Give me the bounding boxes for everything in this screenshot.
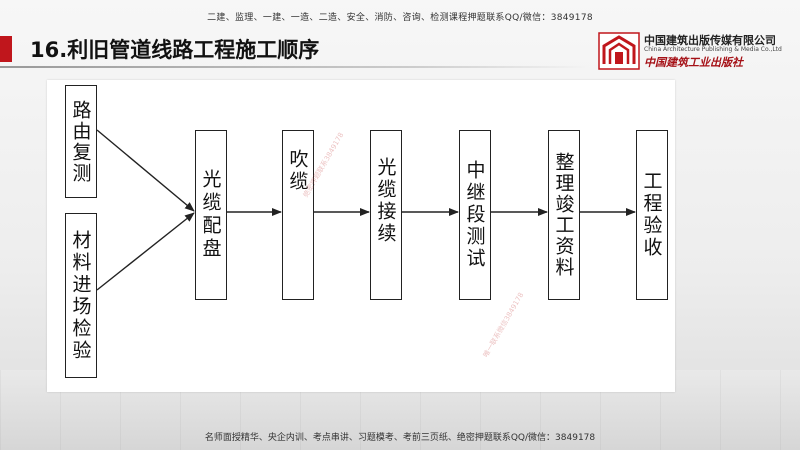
node-acceptance: 工程验收 [636, 130, 668, 300]
top-banner: 二建、监理、一建、一造、二造、安全、消防、咨询、检测课程押题联系QQ/微信：38… [207, 13, 593, 23]
node-label: 光缆配盘 [199, 169, 222, 261]
edge-route-to-distribution [96, 129, 195, 212]
node-label: 吹缆 [286, 149, 309, 193]
node-label: 工程验收 [640, 171, 663, 259]
node-label: 中继段测试 [463, 160, 486, 270]
node-as-built: 整理竣工资料 [548, 130, 580, 300]
node-blowing: 吹缆 [282, 130, 314, 300]
title-accent-bar [0, 36, 12, 62]
node-material-inspection: 材料进场检验 [65, 213, 97, 378]
bottom-banner: 名师面授精华、央企内训、考点串讲、习题模考、考前三页纸、绝密押题联系QQ/微信：… [204, 433, 596, 443]
publisher-name-2: 中国建筑工业出版社 [644, 56, 743, 69]
node-splicing: 光缆接续 [370, 130, 402, 300]
diagram-panel: 路由复测 材料进场检验 光缆配盘 吹缆 光缆接续 中继段测试 整理竣工资料 工程… [47, 80, 675, 392]
node-label: 整理竣工资料 [552, 152, 575, 278]
flow-arrows [96, 129, 636, 291]
node-cable-distribution: 光缆配盘 [195, 130, 227, 300]
node-label: 材料进场检验 [69, 229, 92, 362]
node-label: 光缆接续 [374, 157, 397, 245]
node-label: 路由复测 [69, 99, 92, 184]
publisher-name-en: China Architecture Publishing & Media Co… [644, 46, 782, 53]
node-route-survey: 路由复测 [65, 85, 97, 198]
page-title: 16.利旧管道线路工程施工顺序 [30, 38, 320, 62]
node-relay-test: 中继段测试 [459, 130, 491, 300]
title-underline [0, 66, 590, 68]
publisher-name: 中国建筑出版传媒有限公司 [644, 34, 776, 47]
edge-material-to-distribution [96, 212, 195, 291]
publisher-logo-icon [598, 32, 640, 70]
